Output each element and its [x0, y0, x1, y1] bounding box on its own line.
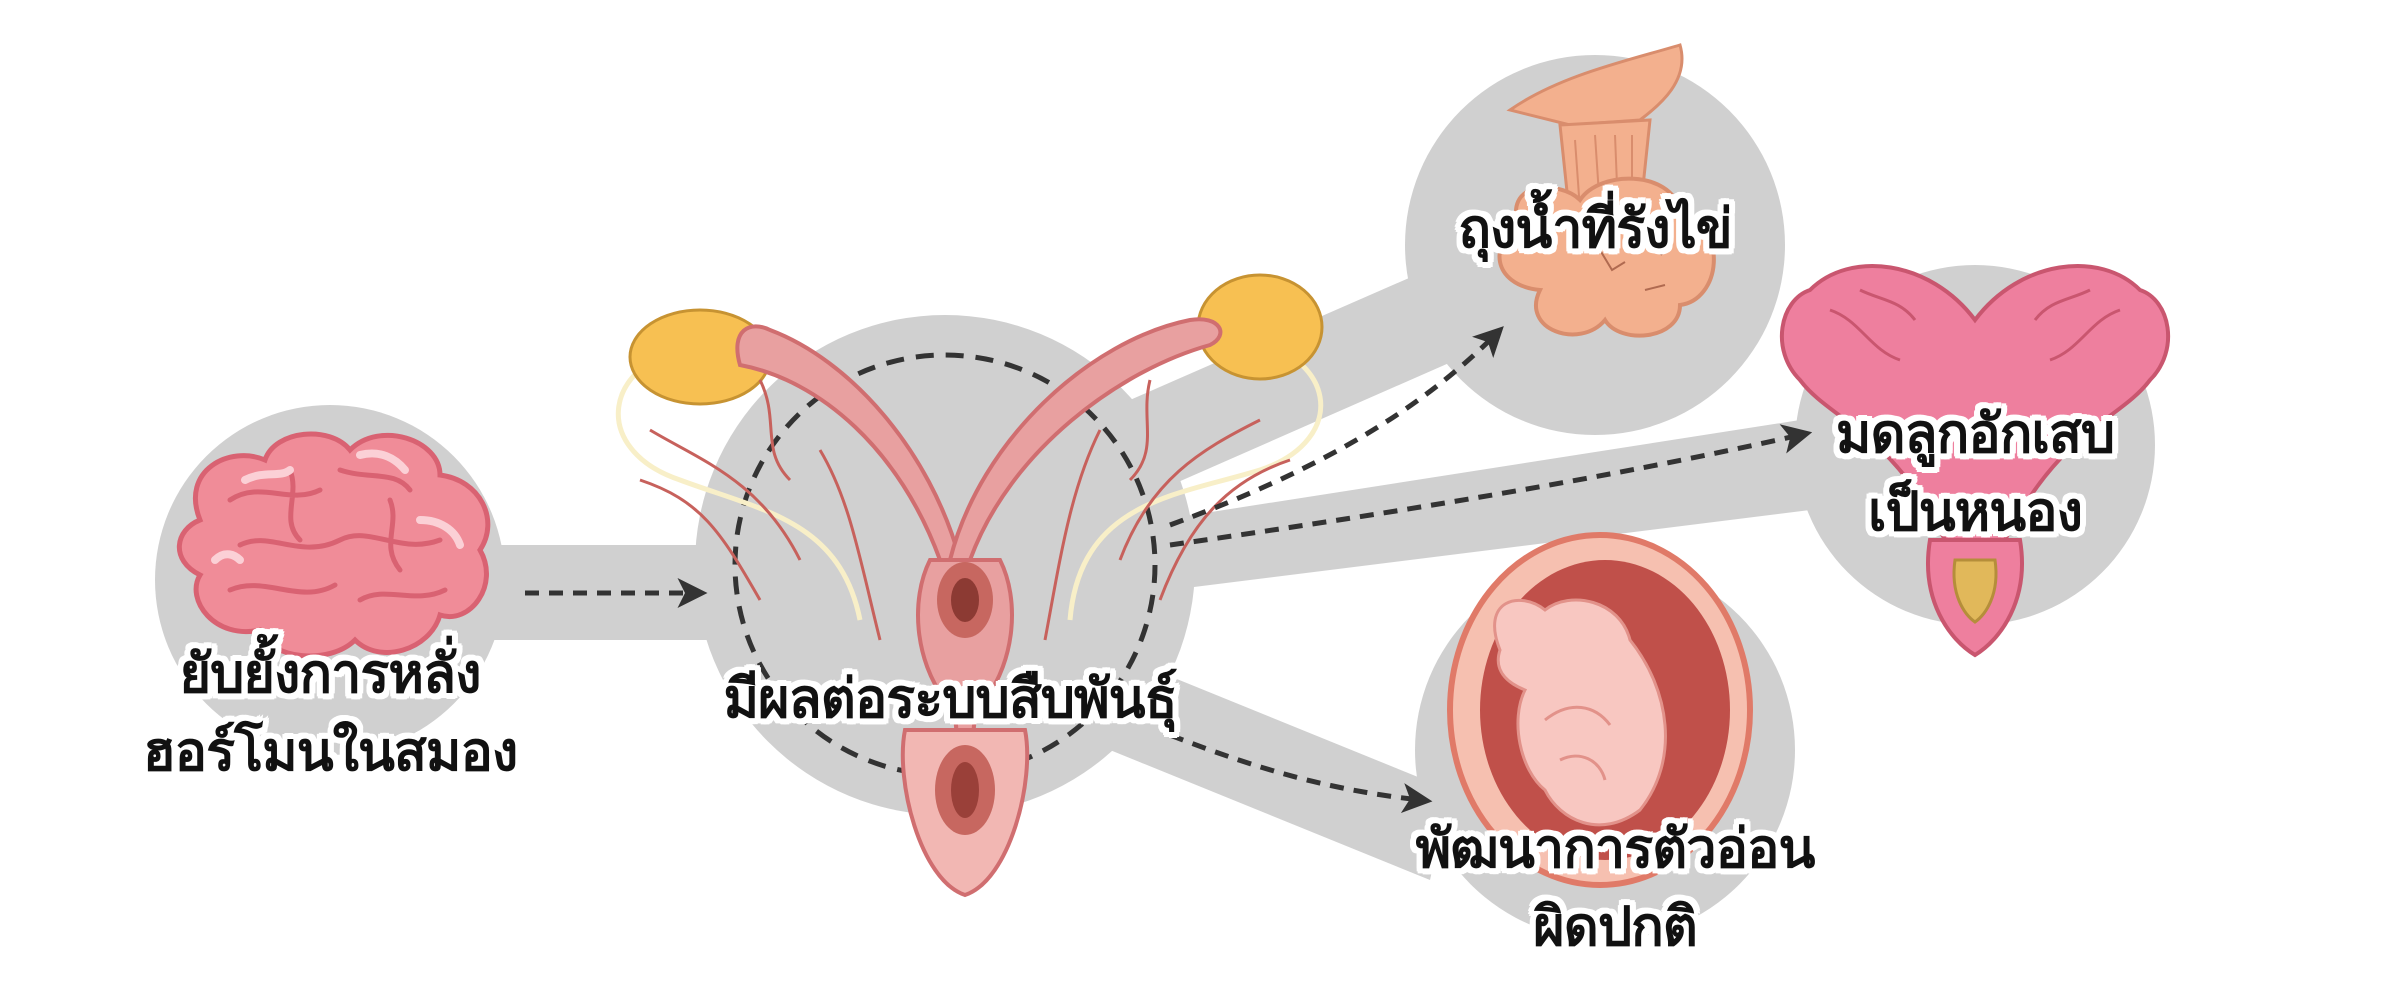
- label-ovary-cyst-line-1: ถุงน้ำที่รังไข่: [1458, 197, 1732, 260]
- band-brain-to-center: [470, 545, 760, 640]
- brain-icon: [176, 431, 491, 659]
- ovarian-cyst-icon: [1497, 43, 1716, 338]
- reproductive-system-icon: [615, 273, 1324, 898]
- label-uterus-pus-line-1: มดลูกอักเสบ: [1835, 402, 2115, 465]
- band-center-to-fetus: [1110, 660, 1450, 880]
- infected-uterus-icon: [1779, 264, 2171, 658]
- label-reproductive: มีผลต่อระบบสืบพันธุ์: [700, 660, 1200, 738]
- label-fetus-line-1: พัฒนาการตัวอ่อน: [1415, 817, 1816, 880]
- arrows: [525, 326, 1813, 813]
- label-uterus-pus-line-2: เป็นหนอง: [1868, 480, 2083, 543]
- arrow-center-to-fetus: [1169, 732, 1433, 813]
- arrow-center-to-uterus: [1169, 424, 1813, 548]
- label-fetus: พัฒนาการตัวอ่อน ผิดปกติ: [1380, 810, 1850, 966]
- label-brain-line-1: ยับยั้งการหลั่ง: [179, 642, 481, 705]
- arrow-center-to-cyst: [1169, 326, 1504, 528]
- fetus-icon: [1447, 532, 1753, 888]
- label-fetus-line-2: ผิดปกติ: [1533, 895, 1698, 958]
- label-uterus-pus: มดลูกอักเสบ เป็นหนอง: [1790, 395, 2160, 551]
- band-center-to-uterus: [1160, 420, 1810, 590]
- label-reproductive-line-1: มีผลต่อระบบสืบพันธุ์: [723, 667, 1177, 730]
- label-ovary-cyst: ถุงน้ำที่รังไข่: [1420, 190, 1770, 268]
- label-brain-line-2: ฮอร์โมนในสมอง: [142, 720, 519, 783]
- label-brain: ยับยั้งการหลั่ง ฮอร์โมนในสมอง: [120, 635, 540, 791]
- center-dashed-ring: [732, 352, 1158, 778]
